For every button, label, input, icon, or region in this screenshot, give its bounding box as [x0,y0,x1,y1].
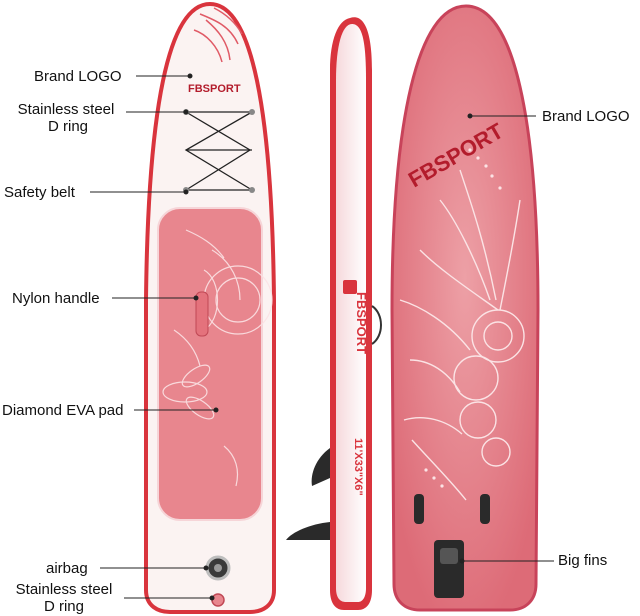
tail-d-ring [211,593,225,607]
side-board: FBSPORT 11'X33"X6" [286,17,382,611]
label-big-fins: Big fins [558,552,608,569]
side-brand-logo: FBSPORT [354,292,369,354]
side-fin-left [414,494,424,524]
deck-brand-logo: FBSPORT [188,83,241,95]
label-nylon-handle: Nylon handle [12,290,100,307]
label-d-ring-top: Stainless steel D ring [10,101,122,135]
label-eva-pad: Diamond EVA pad [2,402,124,419]
label-d-ring-bottom: Stainless steel D ring [4,581,124,615]
label-safety-belt: Safety belt [4,184,75,201]
nylon-handle [195,291,209,337]
bottom-board: FBSPORT [390,4,540,612]
leader-lines [90,73,554,601]
bungee-cords [184,111,253,191]
size-spec-text: 11'X33"X6" [352,438,364,496]
label-d-ring-top-line2: D ring [48,118,89,135]
side-fin-right [480,494,490,524]
label-brand-logo-right: Brand LOGO [542,108,630,125]
label-d-ring-bottom-line1: Stainless steel [15,581,113,598]
label-airbag: airbag [46,560,88,577]
eva-pad [157,207,263,521]
side-logo-badge [343,280,357,294]
side-handle [371,305,382,345]
pad-pattern [162,229,273,487]
label-brand-logo-left: Brand LOGO [34,68,122,85]
side-fin-large [286,522,330,540]
bottom-dots [424,148,502,488]
deck-nose-pattern [193,7,243,63]
side-fin-small [311,448,330,486]
label-d-ring-top-line1: Stainless steel [17,101,115,118]
bottom-mandala [399,169,525,501]
label-d-ring-bottom-line2: D ring [43,598,84,615]
deck-board: FBSPORT [144,1,276,614]
